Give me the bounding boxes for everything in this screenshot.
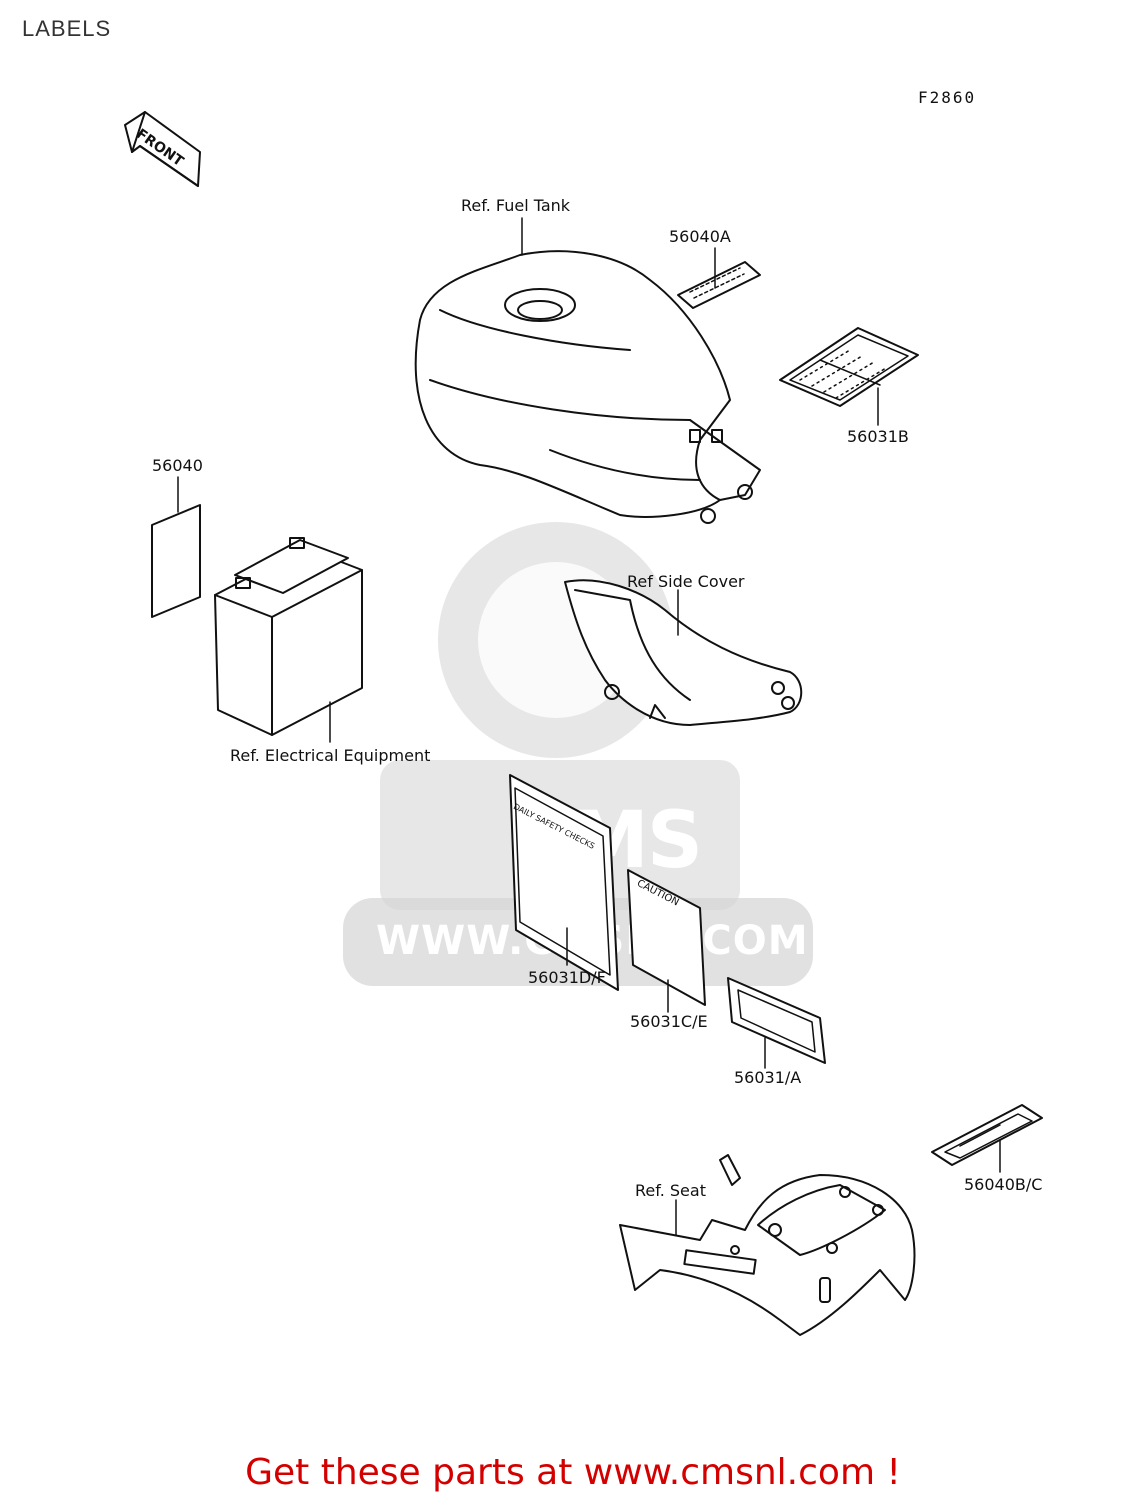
fuel-tank-drawing xyxy=(414,250,761,524)
figure-code: F2860 xyxy=(918,88,977,107)
label-seat: Ref. Seat xyxy=(635,1181,706,1200)
footer-parts-link[interactable]: Get these parts at www.cmsnl.com ! xyxy=(245,1452,901,1493)
sticker-56031A xyxy=(727,977,826,1064)
label-56040BC: 56040B/C xyxy=(964,1175,1043,1194)
side-cover-drawing xyxy=(564,579,803,726)
sticker-56031B xyxy=(779,327,919,407)
label-56031DF: 56031D/F xyxy=(528,968,606,987)
label-side-cover: Ref Side Cover xyxy=(627,572,745,591)
label-56031CE: 56031C/E xyxy=(630,1012,708,1031)
sticker-56040 xyxy=(151,504,201,618)
label-56031A: 56031/A xyxy=(734,1068,802,1087)
front-arrow-icon xyxy=(124,111,201,187)
seat-cowl-drawing xyxy=(619,1154,916,1336)
page-title: LABELS xyxy=(22,16,112,41)
leader-lines xyxy=(177,217,1001,1236)
battery-drawing xyxy=(214,537,363,736)
label-fuel-tank: Ref. Fuel Tank xyxy=(461,196,571,215)
sticker-56040A xyxy=(677,261,761,309)
label-56040A: 56040A xyxy=(669,227,731,246)
sticker-56031DF xyxy=(509,774,619,991)
sticker-56040BC xyxy=(931,1104,1043,1166)
label-electrical: Ref. Electrical Equipment xyxy=(230,746,431,765)
sticker-56031CE xyxy=(627,869,706,1006)
label-56031B: 56031B xyxy=(847,427,909,446)
label-56040: 56040 xyxy=(152,456,203,475)
